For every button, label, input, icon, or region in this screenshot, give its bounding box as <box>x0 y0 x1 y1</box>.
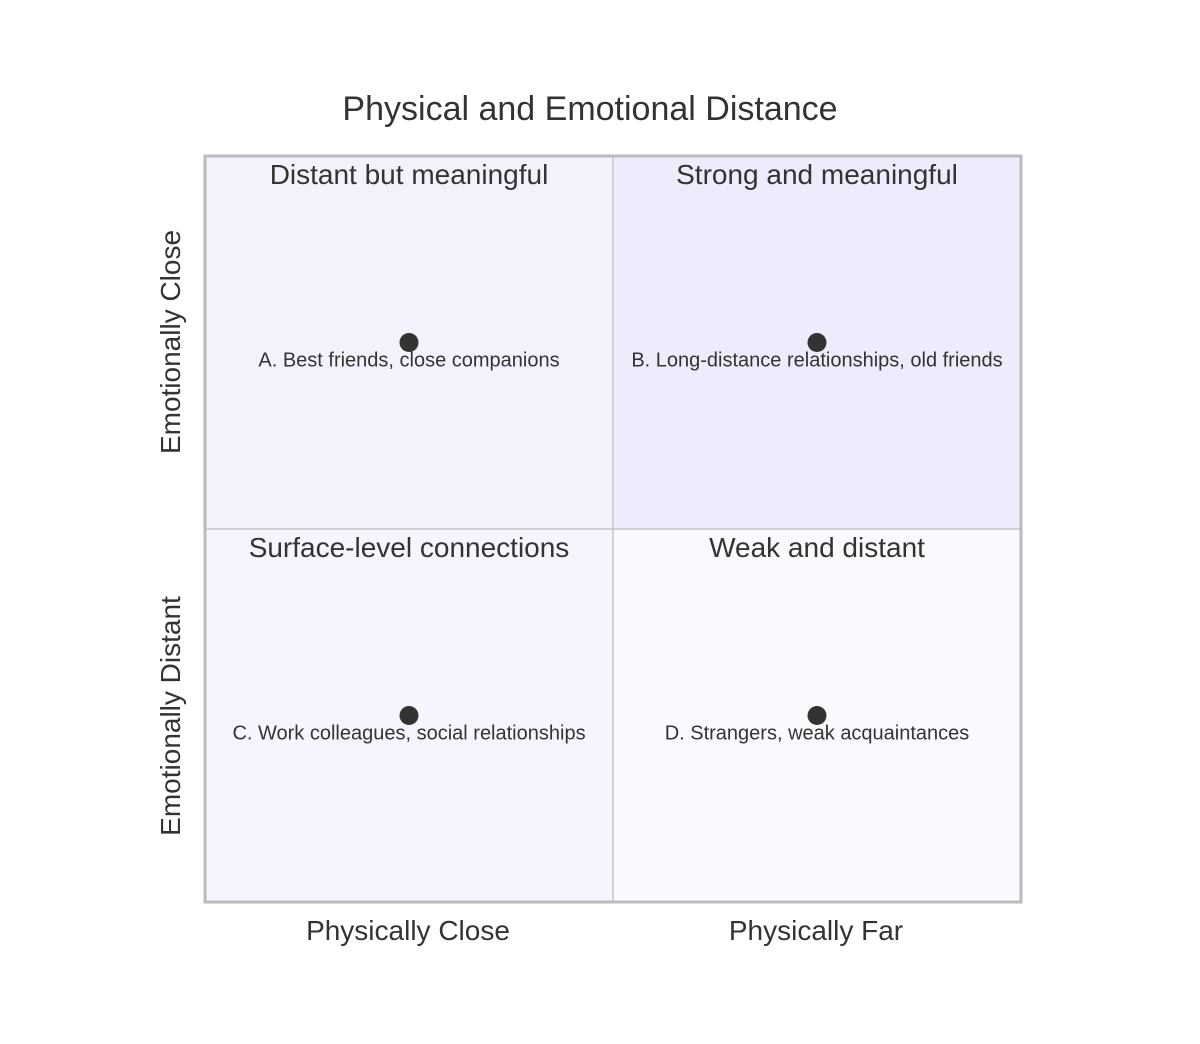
y-axis-high-label: Emotionally Close <box>155 230 186 454</box>
data-point-label: A. Best friends, close companions <box>258 350 559 372</box>
quadrant-title-top-left: Distant but meaningful <box>270 159 549 190</box>
data-point-label: D. Strangers, weak acquaintances <box>665 723 970 745</box>
data-point <box>399 333 419 352</box>
y-axis-low-label: Emotionally Distant <box>155 596 186 836</box>
x-axis-high-label: Physically Far <box>729 915 903 946</box>
data-point-label: B. Long-distance relationships, old frie… <box>631 350 1002 372</box>
data-point-label: C. Work colleagues, social relationships <box>232 723 585 745</box>
point-labels: A. Best friends, close companions B. Long… <box>232 350 1002 745</box>
quadrant-area <box>203 154 1023 904</box>
quadrant-title-bottom-right: Weak and distant <box>709 532 925 563</box>
data-points <box>399 333 827 725</box>
quadrant-title-bottom-left: Surface-level connections <box>249 532 570 563</box>
plot-border <box>203 154 1023 904</box>
data-point <box>807 333 827 352</box>
chart-title: Physical and Emotional Distance <box>342 90 837 128</box>
data-point <box>399 706 419 725</box>
quadrant-title-top-right: Strong and meaningful <box>676 159 958 190</box>
data-point <box>807 706 827 725</box>
x-axis-low-label: Physically Close <box>306 915 510 946</box>
quadrant-titles: Distant but meaningful Strong and meaning… <box>249 159 958 563</box>
